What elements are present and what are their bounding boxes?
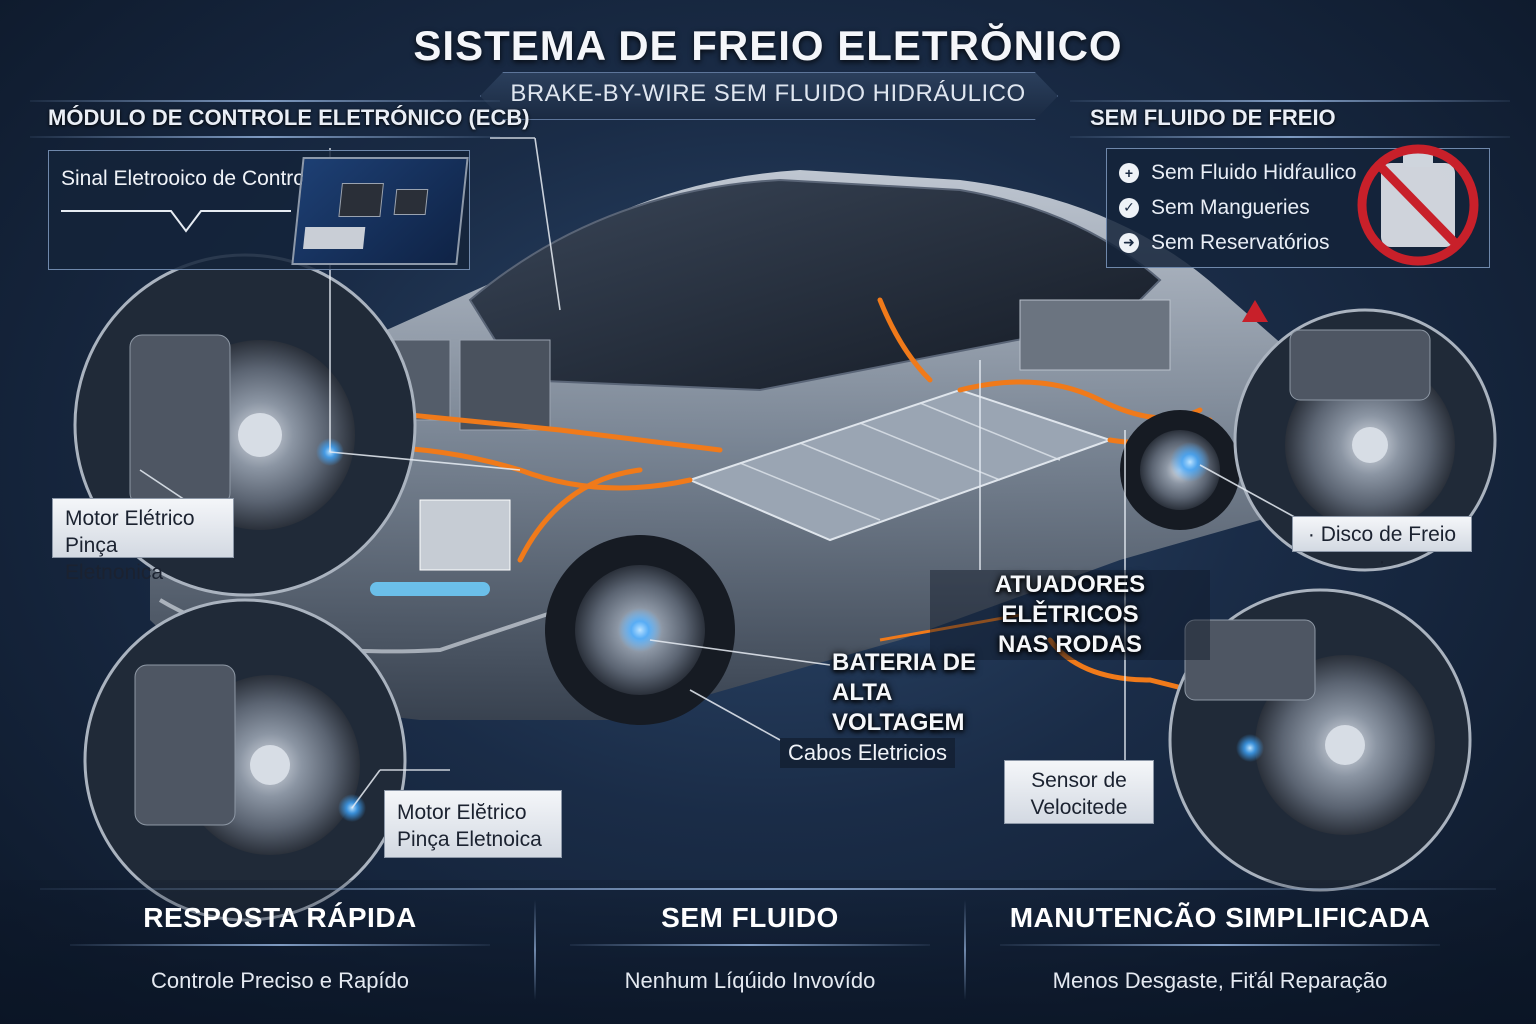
callout-line: Motor Elétrico — [65, 507, 195, 530]
battery-label: BATERIA DE ALTA VOLTAGEM — [832, 648, 1012, 738]
signal-wave-icon — [61, 210, 291, 233]
label-line: ALTA VOLTAGEM — [832, 679, 965, 736]
callout-line: Pinça Eletnoica — [397, 828, 542, 851]
speed-sensor-callout: Sensor de Velocitede — [1004, 760, 1154, 824]
no-fluid-divider-top — [1070, 100, 1510, 102]
car-body — [150, 170, 1302, 725]
feature-subtitle: Menos Desgaste, Fiťál Reparação — [1052, 968, 1388, 993]
ecb-divider-top — [30, 100, 500, 102]
feature-separator — [534, 900, 536, 1000]
feature-subtitle: Nenhum Líqúido Invovído — [624, 968, 876, 993]
page-subtitle: BRAKE-BY-WIRE SEM FLUIDO HIDRÁULICO — [510, 80, 1026, 107]
actuators-label: ATUADORES ELĚTRICOS NAS RODAS — [930, 570, 1210, 660]
callout-line: Sensor de — [1031, 769, 1127, 792]
feature-no-fluid: SEM FLUIDO Nenhum Líqúido Invovído — [540, 888, 960, 1008]
motor-caliper-callout-top: Motor Elétrico Pinça Eletnonica — [52, 498, 234, 584]
ecb-divider-bottom — [30, 136, 500, 138]
feature-underline — [570, 944, 930, 946]
no-fluid-heading: SEM FLUIDO DE FREIO — [1090, 105, 1336, 130]
no-fluid-divider-bottom — [1070, 136, 1510, 138]
feature-bar-divider — [40, 888, 1496, 890]
feature-subtitle: Controle Preciso e Rapído — [150, 968, 410, 993]
ecb-heading: MÓDULO DE CONTROLE ELETRÓNICO (ECB) — [48, 105, 530, 130]
plus-circle-icon: + — [1119, 162, 1139, 183]
feature-title: MANUTENCÃO SIMPLIFICADA — [1009, 902, 1431, 933]
feature-underline — [70, 944, 490, 946]
label-line: BATERIA DE — [832, 649, 976, 676]
no-fluid-item: ✓ Sem Mangueries — [1119, 190, 1356, 225]
no-fluid-list: + Sem Fluido Hidŕaulico ✓ Sem Mangueries… — [1119, 155, 1356, 260]
check-circle-icon: ✓ — [1119, 197, 1139, 218]
motor-caliper-callout-bottom: Motor Elĕtrico Pinça Eletnoica — [384, 790, 562, 858]
callout-line: Pinça Eletnonica — [65, 534, 164, 584]
subtitle-banner — [480, 72, 1058, 120]
no-fluid-item-label: Sem Reservatórios — [1151, 230, 1330, 254]
cables-label: Cabos Eletricios — [780, 738, 955, 768]
no-fluid-item-label: Sem Mangueries — [1151, 195, 1310, 219]
no-reservoir-icon — [1357, 144, 1479, 266]
feature-title: RESPOSTA RÁPIDA — [143, 902, 417, 933]
feature-separator — [964, 900, 966, 1000]
ecb-signal-label: Sinal Eletrooico de Controle — [61, 167, 322, 190]
page-title: SISTEMA DE FREIO ELETRŎNICO — [413, 22, 1123, 69]
ecb-panel: Sinal Eletrooico de Controle — [48, 150, 470, 270]
ecb-chip — [393, 189, 429, 215]
feature-simplified-maintenance: MANUTENCÃO SIMPLIFICADA Menos Desgaste, … — [970, 888, 1470, 1008]
label-line: ATUADORES ELĚTRICOS — [994, 571, 1146, 628]
callout-line: Velocitede — [1030, 796, 1128, 819]
ecb-chip — [338, 183, 384, 217]
feature-title: SEM FLUIDO — [661, 902, 839, 933]
ecb-circuit-board — [291, 157, 469, 265]
callout-line: Motor Elĕtrico — [397, 801, 527, 824]
feature-bar — [0, 880, 1536, 1024]
feature-fast-response: RESPOSTA RÁPIDA Controle Preciso e Rapíd… — [40, 888, 520, 1008]
callout-line: · Disco de Freio · — [1307, 523, 1457, 573]
ecb-connector — [303, 227, 366, 249]
feature-underline — [1000, 944, 1440, 946]
no-fluid-panel: + Sem Fluido Hidŕaulico ✓ Sem Mangueries… — [1106, 144, 1490, 268]
label-line: NAS RODAS — [997, 631, 1142, 658]
arrow-circle-icon: ➜ — [1119, 232, 1139, 253]
no-fluid-item: + Sem Fluido Hidŕaulico — [1119, 155, 1356, 190]
brake-disc-callout: · Disco de Freio · — [1292, 516, 1472, 573]
no-fluid-item: ➜ Sem Reservatórios — [1119, 225, 1356, 260]
no-fluid-item-label: Sem Fluido Hidŕaulico — [1151, 160, 1357, 184]
